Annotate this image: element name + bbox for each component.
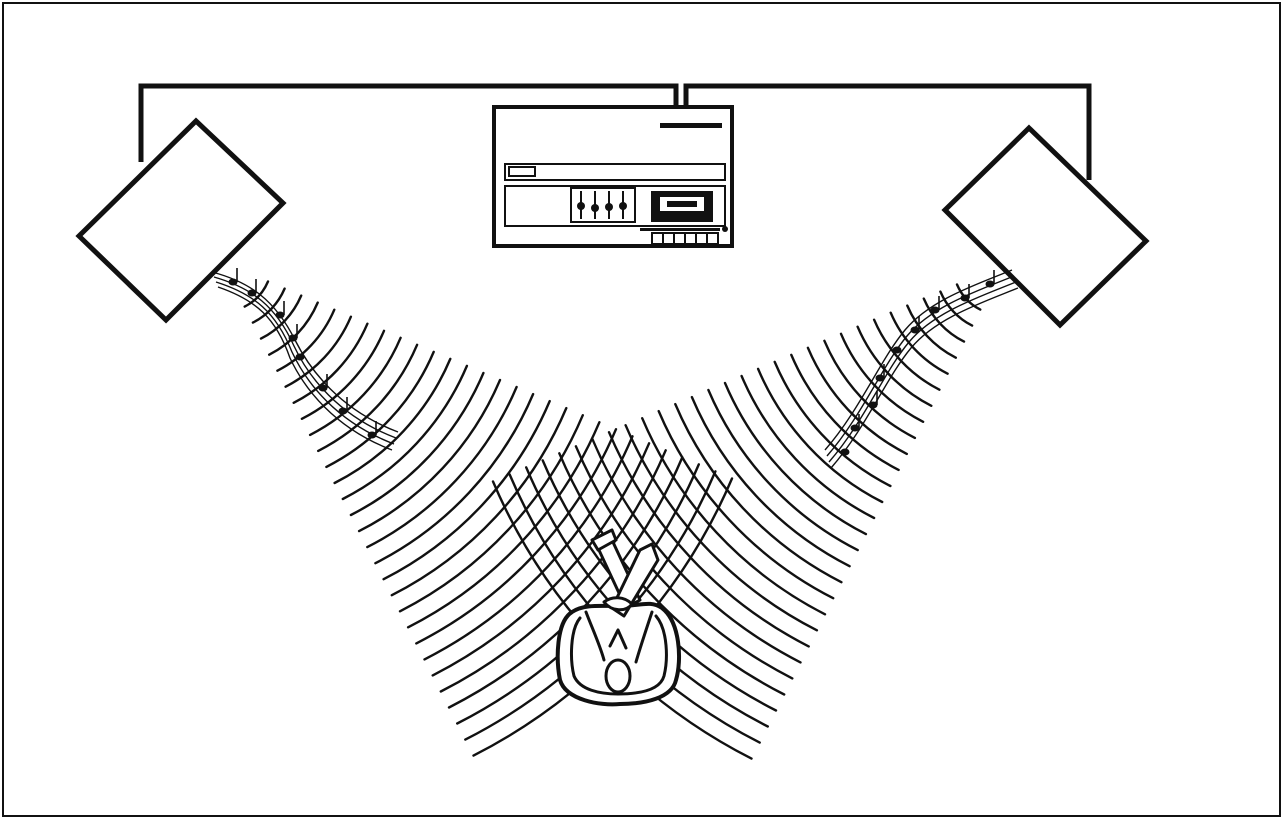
- left-wave-arc-1: [251, 287, 286, 324]
- right-music-notes: [824, 269, 1019, 469]
- right-wave-arc-18: [657, 409, 835, 600]
- left-wave-arc-19: [398, 414, 584, 613]
- right-wave-arc-9: [806, 346, 908, 456]
- right-wave-arc-10: [790, 353, 900, 472]
- right-wave-arc-23: [574, 445, 794, 680]
- left-wave-arc-3: [268, 301, 319, 356]
- cassette-deck: [651, 191, 713, 222]
- right-wave-arc-13: [740, 374, 876, 520]
- left-music-notes: [211, 268, 399, 451]
- left-wave-arc-4: [276, 308, 336, 372]
- right-wave-arc-1: [939, 290, 974, 327]
- right-wave-arc-15: [707, 388, 859, 552]
- left-wave-arc-12: [341, 364, 469, 501]
- tuner-display: [504, 163, 726, 181]
- left-wave-arc-24: [439, 449, 667, 693]
- right-wave-arc-5: [872, 318, 941, 391]
- right-wave-arc-22: [591, 438, 802, 664]
- right-wave-arc-8: [823, 339, 917, 440]
- left-wave-arc-15: [366, 385, 518, 549]
- right-wave-arc-14: [723, 381, 868, 536]
- left-wave-arc-14: [357, 378, 502, 533]
- left-wave-arc-18: [390, 406, 568, 597]
- right-wave-arc-11: [773, 360, 892, 488]
- left-wave-arc-2: [259, 294, 303, 340]
- listener: [555, 528, 682, 707]
- right-wave-arc-24: [558, 452, 786, 696]
- right-wave-arc-4: [889, 311, 949, 375]
- brand-strip: [660, 123, 722, 128]
- right-wave-arc-3: [906, 304, 957, 359]
- stereo-buttons: [651, 232, 719, 245]
- left-wave-arc-5: [284, 315, 353, 388]
- left-wave-arc-22: [423, 435, 634, 661]
- stereo-receiver: [492, 105, 734, 248]
- left-wave-arc-0: [243, 280, 270, 308]
- speaker-cables: [138, 83, 1092, 180]
- right-wave-arc-16: [690, 395, 851, 568]
- left-wave-arc-13: [349, 371, 485, 517]
- left-wave-arc-9: [317, 343, 419, 453]
- left-wave-arc-16: [374, 392, 535, 565]
- right-wave-arc-21: [607, 431, 810, 648]
- left-wave-arc-8: [308, 336, 402, 437]
- left-wave-arc-20: [406, 421, 601, 629]
- left-wave-arc-21: [415, 428, 618, 645]
- right-wave-arc-20: [624, 424, 819, 632]
- stereo-sliders: [570, 187, 636, 223]
- left-speaker: [75, 117, 287, 324]
- left-wave-arc-10: [325, 350, 435, 469]
- left-wave-arc-7: [300, 329, 386, 420]
- left-wave-arc-17: [382, 399, 551, 581]
- right-speaker: [941, 124, 1150, 329]
- right-wave-arc-19: [641, 417, 827, 616]
- left-wave-arc-6: [292, 322, 369, 404]
- right-wave-arc-17: [674, 402, 843, 584]
- right-wave-arc-12: [756, 367, 884, 504]
- right-wave-arc-2: [922, 297, 966, 343]
- left-wave-arc-11: [333, 357, 452, 485]
- left-wave-arc-23: [431, 442, 651, 677]
